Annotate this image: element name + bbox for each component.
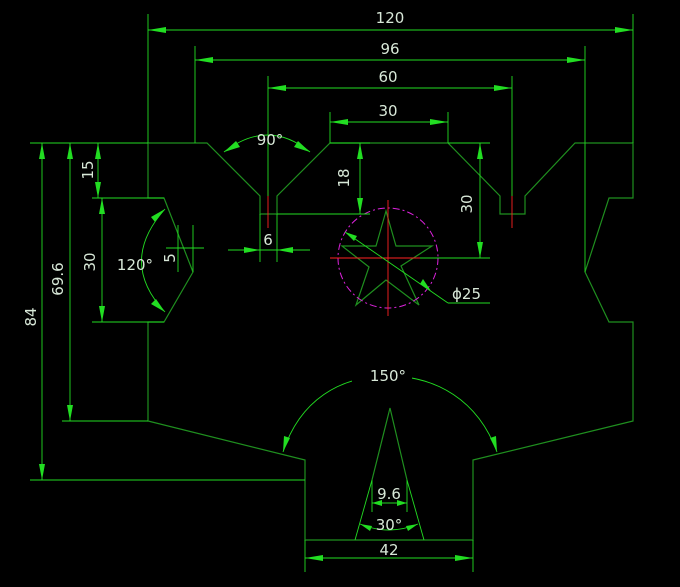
dim-label: 120°	[117, 256, 153, 274]
dim-label: 6	[263, 231, 273, 249]
dim-label: 15	[79, 160, 97, 179]
dim-slot-depth: 18	[277, 142, 370, 215]
dim-label: 96	[380, 40, 399, 58]
dim-bottom-angle: 150°	[282, 364, 498, 453]
dim-label: 90°	[257, 131, 284, 149]
dim-left-upper: 15	[79, 143, 101, 198]
dim-label: 42	[379, 541, 398, 559]
bottom-spike	[371, 407, 408, 481]
dim-right-slot-height: 30	[420, 142, 490, 259]
dim-label: 5	[161, 253, 179, 263]
part-outline	[147, 142, 634, 541]
dim-label: 30	[81, 252, 99, 271]
dim-left-angle: 120°	[117, 208, 166, 313]
dim-label: 30°	[376, 516, 403, 534]
dim-label: 30	[458, 194, 476, 213]
dim-label: 60	[378, 68, 397, 86]
dim-label: 120	[376, 9, 405, 27]
dim-label: 84	[22, 307, 40, 326]
dim-slot-width: 6	[228, 214, 310, 262]
dim-bottom-width: 42	[304, 540, 474, 572]
dim-total-height: 84	[22, 142, 305, 481]
dim-left-notch: 30	[81, 197, 164, 323]
dim-top-angle: 90°	[223, 131, 311, 153]
dim-label: 9.6	[377, 485, 401, 503]
dim-spike-width: 9.6	[371, 480, 408, 512]
dim-slot-spacing: 60	[267, 68, 513, 196]
dim-top-flat: 30	[329, 102, 449, 143]
dim-label: 150°	[370, 367, 406, 385]
dim-circle-diameter: ϕ25	[344, 231, 490, 304]
dim-label: ϕ25	[452, 285, 481, 303]
star-shape	[340, 208, 435, 307]
dim-label: 30	[378, 102, 397, 120]
dim-overall-width: 120	[147, 9, 634, 143]
dim-spike-angle: 30°	[354, 479, 425, 541]
dim-left-height: 69.6	[49, 142, 148, 422]
dim-label: 18	[335, 168, 353, 187]
dim-label: 69.6	[49, 262, 67, 295]
dim-inner-width: 96	[194, 40, 586, 272]
dim-left-notch-depth: 5	[161, 225, 204, 272]
